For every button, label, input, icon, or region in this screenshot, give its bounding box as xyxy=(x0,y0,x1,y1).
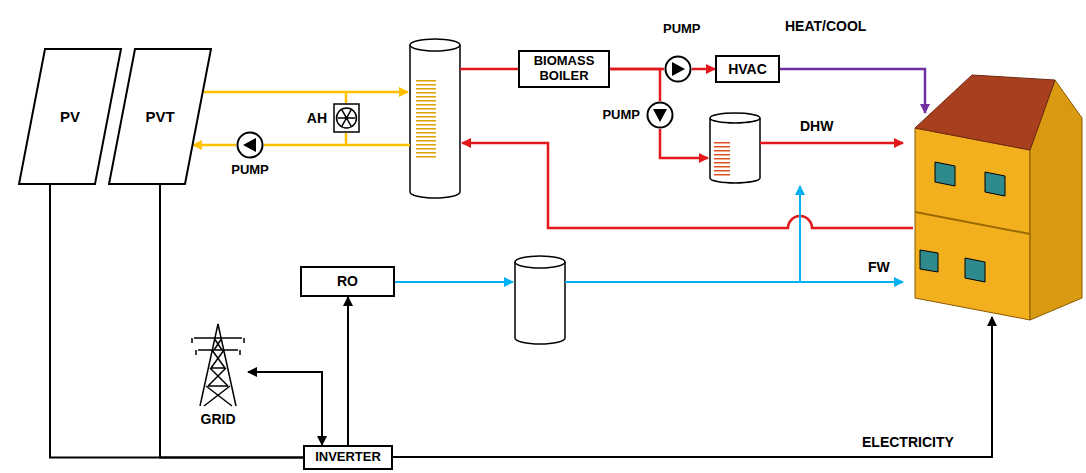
building-window xyxy=(985,172,1005,196)
fan-ring xyxy=(337,108,357,128)
node-label: PV xyxy=(60,108,80,125)
air-heater: AH xyxy=(333,103,360,133)
water-tank xyxy=(515,262,565,344)
fan-outline xyxy=(333,103,360,133)
fan-hub xyxy=(345,116,349,120)
node-label: GRID xyxy=(201,411,236,427)
pump-triangle xyxy=(653,109,667,122)
pump-symbol: PUMP xyxy=(664,55,692,83)
pump-triangle xyxy=(672,62,685,76)
node-label: BIOMASS BOILER xyxy=(524,54,604,84)
flow-label: ELECTRICITY xyxy=(862,434,954,450)
grid-tower: GRID xyxy=(188,322,248,428)
pump-outline xyxy=(236,131,264,159)
fan-box xyxy=(334,104,359,132)
hot-water-line xyxy=(460,68,518,71)
flow-label: HEAT/COOL xyxy=(785,18,866,34)
pump-circle xyxy=(238,133,263,158)
node-label: PUMP xyxy=(231,163,269,178)
building-window xyxy=(935,162,955,186)
node-label: RO xyxy=(337,273,358,289)
hot-water-line xyxy=(660,129,708,158)
node-label: INVERTER xyxy=(315,450,381,465)
dhw-tank xyxy=(710,118,760,183)
electricity-line xyxy=(393,317,992,457)
fresh-water-line xyxy=(799,186,801,282)
pump-symbol: PUMP xyxy=(236,131,264,159)
pump-outline xyxy=(646,101,674,129)
solar-return-line xyxy=(264,144,410,147)
building-front-wall xyxy=(915,128,1030,320)
solar-supply-line xyxy=(202,91,408,94)
node-label: HVAC xyxy=(728,61,767,77)
heat-coil xyxy=(714,142,730,176)
pvt-panel: PVT xyxy=(108,48,212,185)
connector xyxy=(610,69,660,101)
node-label: AH xyxy=(307,110,327,126)
ro-box: RO xyxy=(300,266,395,297)
connector xyxy=(160,185,303,458)
dhw-line xyxy=(760,142,903,145)
building-roof xyxy=(915,75,1055,150)
tower-outline xyxy=(188,322,248,408)
heat-cool-line xyxy=(780,69,925,113)
floor-line xyxy=(915,212,1030,234)
connector xyxy=(248,372,322,445)
panel-shape xyxy=(19,49,121,184)
connector xyxy=(50,185,303,458)
connector xyxy=(193,144,236,147)
connector xyxy=(692,68,715,71)
flow-label: DHW xyxy=(800,118,833,134)
pylon-lattice xyxy=(192,324,244,406)
node-label: PUMP xyxy=(602,108,640,123)
connector xyxy=(347,297,349,445)
storage-tank xyxy=(410,45,460,198)
pv-panel: PV xyxy=(18,48,122,185)
panel-shape xyxy=(109,49,211,184)
pump-circle xyxy=(666,57,691,82)
node-label: PUMP xyxy=(663,22,701,37)
node-label: PVT xyxy=(145,108,174,125)
fresh-water-line xyxy=(395,281,513,283)
hvac-box: HVAC xyxy=(715,55,780,83)
pump-outline xyxy=(664,55,692,83)
building-window xyxy=(965,258,985,282)
building-window xyxy=(920,250,938,272)
boiler-box: BIOMASS BOILER xyxy=(518,50,610,88)
fresh-water-line xyxy=(565,281,903,283)
return-line xyxy=(462,143,913,228)
pump-triangle xyxy=(243,138,256,152)
tank-top xyxy=(515,256,565,268)
inverter-box: INVERTER xyxy=(303,445,393,470)
pump-symbol: PUMP xyxy=(646,101,674,129)
heat-coil xyxy=(416,80,436,160)
flow-label: FW xyxy=(868,259,890,275)
tank-top xyxy=(410,39,460,51)
tank-top xyxy=(710,113,760,123)
pump-circle xyxy=(648,103,673,128)
